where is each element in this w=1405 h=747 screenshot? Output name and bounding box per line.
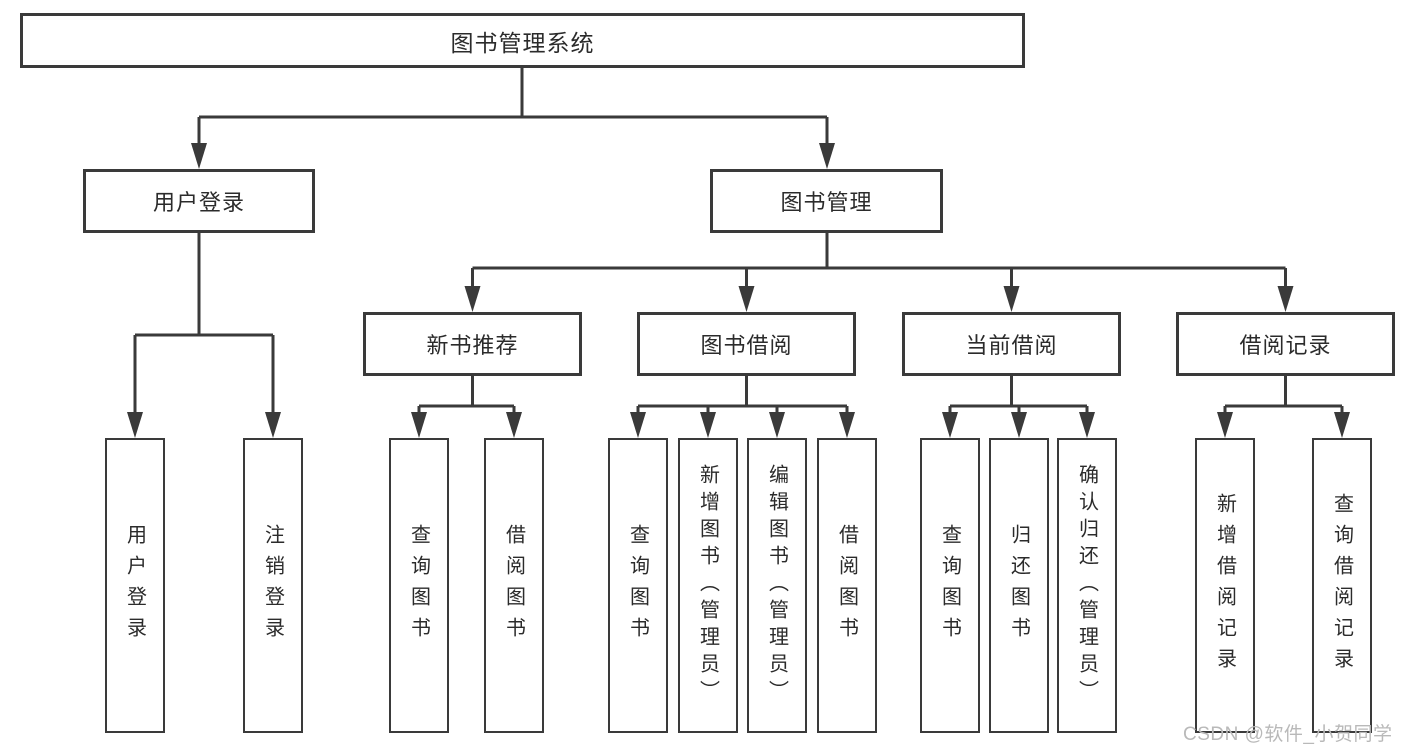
arrowhead — [1217, 412, 1233, 438]
arrowhead — [191, 143, 207, 169]
node-query-borrowing-record: 查询借阅记录 — [1312, 438, 1372, 733]
node-edit-book-admin: 编辑图书（管理员） — [747, 438, 807, 733]
node-borrowing-records: 借阅记录 — [1176, 312, 1395, 376]
arrowhead — [839, 412, 855, 438]
watermark: CSDN @软件_小贺同学 — [1183, 724, 1393, 745]
arrowhead — [738, 286, 755, 312]
connector-root-split — [197, 68, 829, 150]
arrowhead — [1003, 286, 1020, 312]
arrowhead — [464, 286, 481, 312]
node-library-management-system: 图书管理系统 — [20, 13, 1025, 68]
connector-book-management-split — [471, 233, 1287, 292]
arrowhead — [819, 143, 835, 169]
arrowhead — [769, 412, 785, 438]
node-book-management: 图书管理 — [710, 169, 943, 233]
node-add-borrowing-record: 新增借阅记录 — [1195, 438, 1255, 733]
node-user-login: 用户登录 — [83, 169, 315, 233]
node-query-books: 查询图书 — [608, 438, 668, 733]
arrowheads — [127, 143, 1350, 438]
node-logout: 注销登录 — [243, 438, 303, 733]
arrowhead — [411, 412, 427, 438]
node-query-books: 查询图书 — [389, 438, 449, 733]
node-user-login-leaf: 用户登录 — [105, 438, 165, 733]
node-current-borrowing: 当前借阅 — [902, 312, 1121, 376]
arrowhead — [942, 412, 958, 438]
connector-book-borrowing-split — [636, 376, 849, 418]
node-borrow-books: 借阅图书 — [484, 438, 544, 733]
arrowhead — [1334, 412, 1350, 438]
arrowhead — [1011, 412, 1027, 438]
arrowhead — [700, 412, 716, 438]
arrowhead — [1079, 412, 1095, 438]
connector-borrowing-records-split — [1223, 376, 1344, 418]
arrowhead — [1277, 286, 1294, 312]
arrowhead — [127, 412, 143, 438]
node-add-book-admin: 新增图书（管理员） — [678, 438, 738, 733]
node-book-borrowing: 图书借阅 — [637, 312, 856, 376]
node-borrow-books: 借阅图书 — [817, 438, 877, 733]
node-return-books: 归还图书 — [989, 438, 1049, 733]
node-query-books: 查询图书 — [920, 438, 980, 733]
arrowhead — [265, 412, 281, 438]
node-confirm-return-admin: 确认归还（管理员） — [1057, 438, 1117, 733]
arrowhead — [506, 412, 522, 438]
connector-current-borrowing-split — [948, 376, 1089, 418]
arrowhead — [630, 412, 646, 438]
connector-user-login-split — [133, 233, 275, 418]
connector-new-book-split — [417, 376, 516, 418]
node-new-book-recommendation: 新书推荐 — [363, 312, 582, 376]
